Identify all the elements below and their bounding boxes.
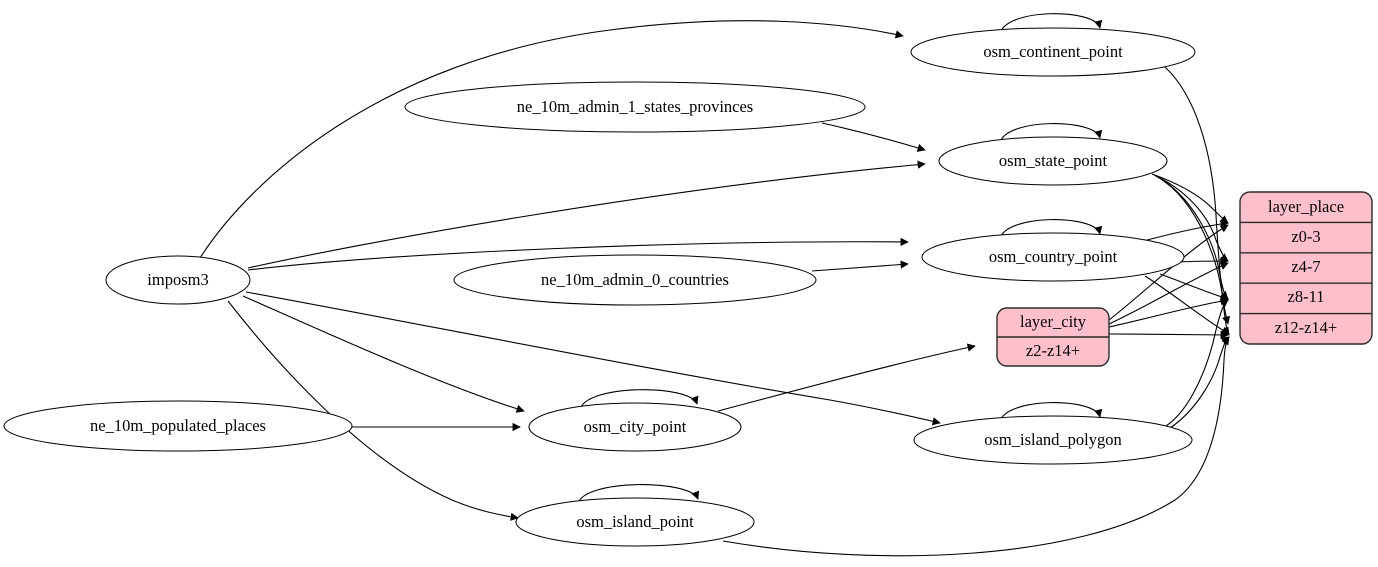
edge-imposm3-to-osm_city_point bbox=[242, 295, 525, 413]
record-row-layer_city-0[interactable]: z2-z14+ bbox=[1026, 341, 1080, 360]
selfloop-osm_state_point bbox=[999, 123, 1103, 144]
edge-imposm3-to-osm_country_point bbox=[247, 237, 909, 271]
edge-osm_city_point-to-layer_city bbox=[717, 343, 976, 412]
node-label-ne_10m_populated_places: ne_10m_populated_places bbox=[90, 416, 266, 435]
node-osm_state_point[interactable]: osm_state_point bbox=[938, 136, 1168, 186]
selfloop-osm_city_point bbox=[579, 389, 699, 411]
node-label-osm_island_point: osm_island_point bbox=[576, 512, 694, 531]
edge-osm_country_point-to-layer_place-z8-11 bbox=[1159, 273, 1229, 301]
node-label-imposm3: imposm3 bbox=[147, 270, 208, 289]
node-label-ne_10m_admin_1_states_provinces: ne_10m_admin_1_states_provinces bbox=[517, 97, 753, 116]
node-ne_10m_populated_places[interactable]: ne_10m_populated_places bbox=[3, 400, 353, 452]
edge-layer_city-to-layer_place-z12 bbox=[1108, 330, 1229, 340]
record-row-layer_place-2[interactable]: z8-11 bbox=[1288, 287, 1325, 306]
edge-imposm3-to-osm_island_point bbox=[227, 300, 519, 521]
record-layer: layer_place z0-3 z4-7 z8-11 z12-z14+ lay… bbox=[996, 191, 1373, 367]
node-label-ne_10m_admin_0_countries: ne_10m_admin_0_countries bbox=[541, 270, 729, 289]
record-layer_city[interactable]: layer_city z2-z14+ bbox=[996, 307, 1110, 367]
edge-osm_state_point-to-layer_place-z0-3 bbox=[1151, 173, 1229, 224]
selfloop-osm_island_point bbox=[577, 484, 700, 505]
edge-layer_city-to-layer_place-z0-3 bbox=[1108, 224, 1229, 321]
selfloop-osm_continent_point bbox=[999, 13, 1103, 35]
node-ne_10m_admin_0_countries[interactable]: ne_10m_admin_0_countries bbox=[453, 254, 817, 306]
node-layer: imposm3 ne_10m_admin_1_states_provinces … bbox=[3, 27, 1196, 547]
selfloop-osm_island_polygon bbox=[999, 402, 1103, 423]
node-osm_country_point[interactable]: osm_country_point bbox=[921, 232, 1185, 282]
record-title-layer_place: layer_place bbox=[1268, 197, 1344, 216]
edge-osm_state_point-to-layer_place-z4-7 bbox=[1153, 174, 1229, 262]
node-label-osm_city_point: osm_city_point bbox=[584, 417, 687, 436]
record-layer_place[interactable]: layer_place z0-3 z4-7 z8-11 z12-z14+ bbox=[1239, 191, 1373, 345]
edge-layer_city-to-layer_place-z4-7 bbox=[1108, 262, 1229, 325]
edge-osm_island_point-to-layer_place-z12 bbox=[722, 336, 1230, 557]
edge-imposm3-to-osm_continent_point bbox=[199, 20, 904, 259]
edge-layer_city-to-layer_place-z8-11 bbox=[1108, 297, 1229, 328]
node-label-osm_island_polygon: osm_island_polygon bbox=[984, 430, 1122, 449]
node-label-osm_state_point: osm_state_point bbox=[999, 151, 1108, 170]
node-osm_island_polygon[interactable]: osm_island_polygon bbox=[913, 415, 1193, 465]
edge-osm_island_polygon-to-layer_place-z8-11 bbox=[1165, 299, 1229, 427]
node-label-osm_country_point: osm_country_point bbox=[989, 247, 1118, 266]
edge-ne_states-to-osm_state_point bbox=[821, 122, 926, 152]
selfloop-osm_country_point bbox=[999, 219, 1103, 240]
edge-osm_country_point-to-layer_place-z0-3 bbox=[1146, 219, 1229, 241]
edge-layer bbox=[199, 13, 1231, 557]
edge-imposm3-to-osm_island_polygon bbox=[245, 291, 941, 426]
node-osm_city_point[interactable]: osm_city_point bbox=[528, 402, 742, 452]
edge-osm_country_point-to-layer_place-z4-7 bbox=[1177, 256, 1229, 266]
node-label-osm_continent_point: osm_continent_point bbox=[983, 42, 1123, 61]
node-osm_continent_point[interactable]: osm_continent_point bbox=[910, 27, 1196, 77]
node-osm_island_point[interactable]: osm_island_point bbox=[515, 497, 755, 547]
record-row-layer_place-3[interactable]: z12-z14+ bbox=[1275, 318, 1337, 337]
edge-ne_countries-to-osm_country_point bbox=[811, 260, 909, 272]
record-row-layer_place-1[interactable]: z4-7 bbox=[1291, 257, 1320, 276]
record-title-layer_city: layer_city bbox=[1020, 312, 1087, 331]
node-imposm3[interactable]: imposm3 bbox=[105, 255, 251, 305]
edge-imposm3-to-osm_state_point bbox=[247, 160, 926, 269]
node-ne_10m_admin_1_states_provinces[interactable]: ne_10m_admin_1_states_provinces bbox=[404, 81, 866, 133]
record-row-layer_place-0[interactable]: z0-3 bbox=[1291, 227, 1320, 246]
